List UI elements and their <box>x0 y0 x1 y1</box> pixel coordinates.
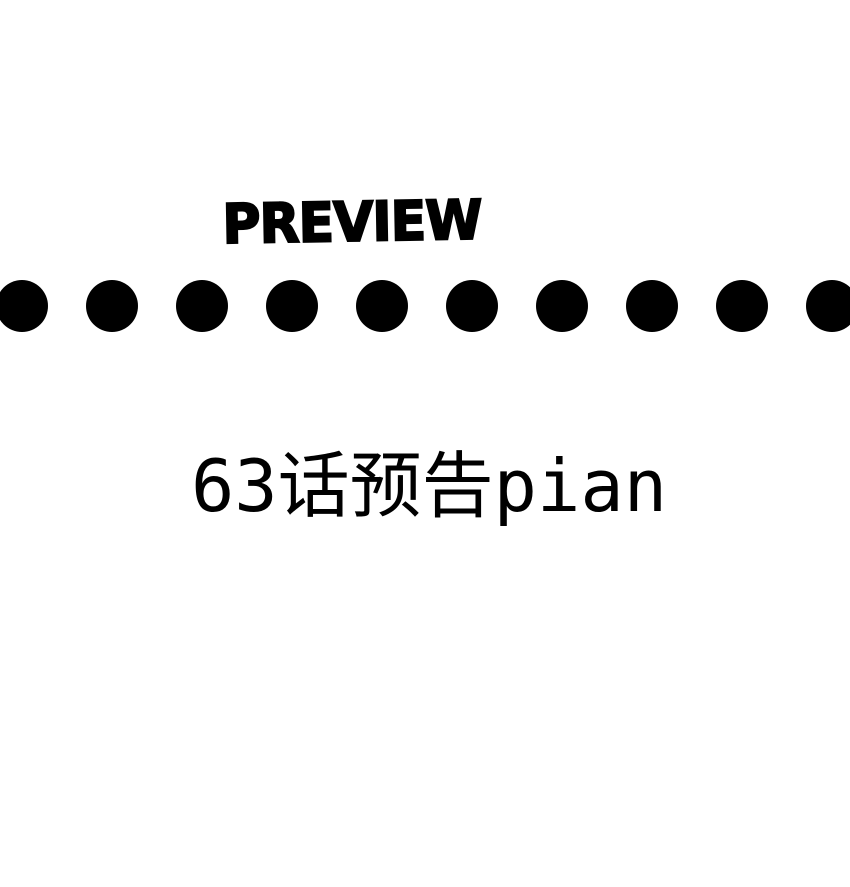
preview-heading: PREVIEW <box>221 188 483 258</box>
divider-dot <box>0 280 48 332</box>
divider-dot <box>86 280 138 332</box>
divider-dot <box>176 280 228 332</box>
divider-dot <box>716 280 768 332</box>
dot-divider <box>0 280 850 334</box>
divider-dot <box>626 280 678 332</box>
divider-dot <box>356 280 408 332</box>
episode-title: 63话预告pian <box>190 444 668 528</box>
divider-dot <box>806 280 850 332</box>
divider-dot <box>536 280 588 332</box>
divider-dot <box>446 280 498 332</box>
divider-dot <box>266 280 318 332</box>
